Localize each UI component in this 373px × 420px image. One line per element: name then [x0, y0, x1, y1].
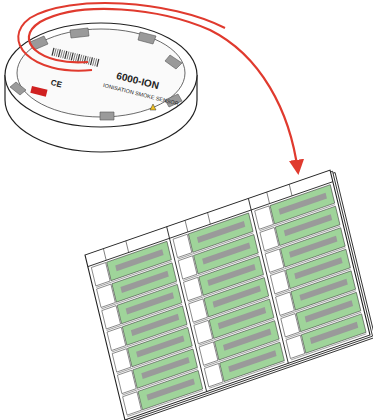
barcode-bar [56, 49, 58, 57]
barcode-bar [90, 57, 92, 65]
label-tab [189, 299, 208, 322]
label-sticker [220, 342, 285, 381]
label-bar [310, 322, 358, 344]
label-bar [202, 242, 250, 264]
label-sticker [301, 314, 366, 353]
label-bar [131, 314, 179, 336]
header-divider [208, 213, 211, 225]
label-bar [294, 257, 342, 279]
label-tab [276, 292, 295, 315]
label-sticker [138, 371, 203, 410]
barcode-bar [69, 52, 71, 60]
header-divider [185, 220, 188, 232]
label-tab [255, 206, 274, 229]
barcode-bar [52, 48, 54, 56]
barcode-bar [54, 48, 56, 56]
row-line [127, 390, 203, 416]
header-divider [126, 241, 129, 253]
header-divider [103, 249, 106, 261]
barcode-bar [67, 52, 69, 60]
label-tab [281, 314, 300, 337]
label-bar [279, 193, 327, 215]
barcode-bar [71, 53, 73, 61]
label-tab [194, 320, 213, 343]
label-bar [305, 300, 353, 322]
label-bar [207, 264, 255, 286]
barcode-bar [95, 58, 97, 66]
label-bar [218, 307, 266, 329]
label-tab [183, 277, 202, 300]
barcode-bar [61, 50, 63, 58]
label-tab [178, 256, 197, 279]
barcode-bar [88, 57, 90, 65]
label-tab [286, 335, 305, 358]
label-tab [91, 263, 110, 286]
barcode-bar [97, 59, 99, 67]
label-bar [299, 279, 347, 301]
barcode-bar [58, 49, 60, 57]
label-sheet [85, 169, 373, 420]
barcode-bar [93, 58, 95, 66]
label-tab [265, 249, 284, 272]
barcode-bar [76, 54, 78, 62]
label-bar [141, 357, 189, 379]
label-tab [107, 327, 126, 350]
label-bar [223, 329, 271, 351]
label-tab [123, 392, 142, 415]
barcode-bar [78, 54, 80, 62]
row-line [291, 334, 367, 360]
label-tab [204, 363, 223, 386]
label-tab [173, 234, 192, 257]
label-tab [260, 227, 279, 250]
label-bar [289, 236, 337, 258]
label-bar [147, 378, 195, 400]
header-divider [289, 184, 292, 196]
label-tab [199, 342, 218, 365]
label-tab [270, 271, 289, 294]
label-tab [102, 306, 121, 329]
barcode-bar [63, 50, 65, 58]
label-bar [228, 350, 276, 372]
barcode [52, 48, 99, 67]
label-bar [126, 292, 174, 314]
label-bar [115, 249, 163, 271]
row-line [209, 362, 285, 388]
label-bar [120, 271, 168, 293]
smoke-detector [5, 23, 197, 152]
label-tab [112, 349, 131, 372]
label-tab [97, 284, 116, 307]
header-divider [267, 192, 270, 204]
label-tab [117, 370, 136, 393]
barcode-bar [73, 53, 75, 61]
label-bar [197, 221, 245, 243]
barcode-bar [65, 51, 67, 59]
label-bar [284, 214, 332, 236]
label-bar [213, 286, 261, 308]
label-bar [136, 335, 184, 357]
